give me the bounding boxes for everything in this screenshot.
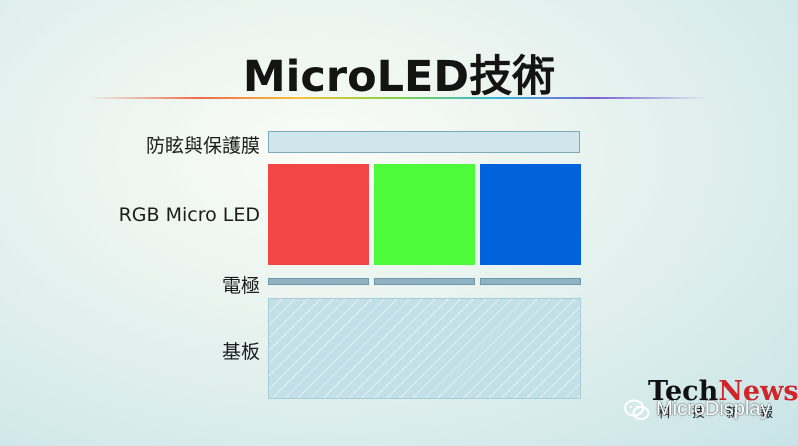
red-led-block [268, 164, 369, 265]
logo-part2: News [718, 376, 798, 407]
slide-title: MicroLED技術 [242, 52, 556, 102]
rainbow-divider [88, 97, 708, 99]
electrode-strip [374, 278, 475, 285]
led-label: RGB Micro LED [118, 204, 260, 226]
green-led-block [374, 164, 475, 265]
film-label: 防眩與保護膜 [145, 135, 260, 157]
electrode-strip [480, 278, 581, 285]
blue-led-block [480, 164, 581, 265]
electrode-strip [268, 278, 369, 285]
substrate-layer [268, 298, 581, 399]
logo-part1: Tech [648, 376, 719, 407]
logo-subtitle: 科技新報 [658, 406, 795, 421]
technews-logo: TechNews 科技新報 [648, 376, 798, 422]
substrate-label: 基板 [221, 341, 260, 363]
wechat-watermark: MicroDisplay [624, 398, 770, 421]
watermark-text: MicroDisplay [656, 398, 771, 420]
logo-wordmark: TechNews [648, 376, 798, 407]
electrode-label: 電極 [221, 275, 260, 297]
protective-film-layer [268, 131, 580, 153]
wechat-icon [624, 399, 650, 421]
